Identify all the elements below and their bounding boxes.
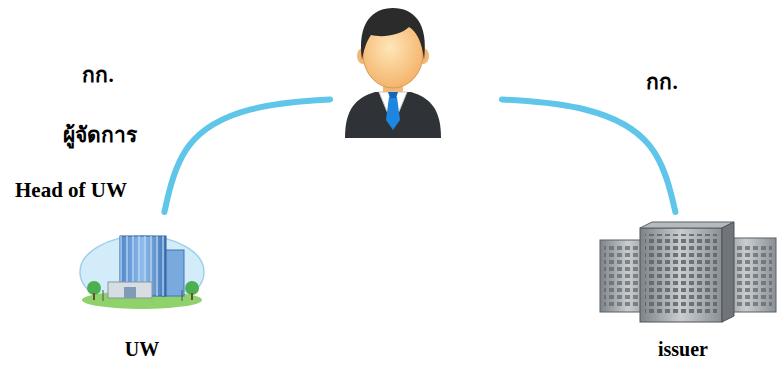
office-building-icon-part xyxy=(191,293,193,300)
corporate-buildings-icon-part xyxy=(645,234,717,316)
office-building-icon-part xyxy=(120,236,166,296)
office-building-icon-part xyxy=(182,290,183,301)
office-building-icon-part xyxy=(108,282,152,298)
person-icon-part xyxy=(361,8,425,60)
relation-arc xyxy=(164,99,330,212)
office-building-icon xyxy=(80,236,204,309)
office-building-icon-part xyxy=(80,236,204,308)
person-icon-part xyxy=(386,97,400,130)
office-building-icon-part xyxy=(87,281,101,295)
person-icon-part xyxy=(388,92,398,98)
office-building-icon-part xyxy=(120,236,166,296)
person-icon-part xyxy=(357,48,369,64)
office-building-icon-part xyxy=(185,281,199,295)
relation-arc xyxy=(502,99,675,212)
corporate-buildings-icon-part xyxy=(604,246,652,308)
corporate-buildings-icon-part xyxy=(716,238,776,312)
office-building-icon-part xyxy=(82,291,202,309)
corporate-buildings-icon-part xyxy=(640,228,722,322)
role-label: กก. xyxy=(646,70,677,94)
building-node: UW xyxy=(72,212,212,365)
person-icon-part xyxy=(383,78,403,94)
office-building-icon-part xyxy=(103,290,104,301)
building-node: issuer xyxy=(588,212,778,365)
role-label: กก. xyxy=(82,63,113,87)
office-building-icon-part xyxy=(162,250,184,296)
node-caption: issuer xyxy=(588,338,778,361)
person-icon-part xyxy=(363,20,423,88)
role-label: ผู้จัดการ xyxy=(63,123,137,147)
person-icon xyxy=(345,8,441,138)
person-icon-part xyxy=(417,48,429,64)
person-icon-part xyxy=(345,92,441,138)
node-caption: UW xyxy=(72,338,212,361)
office-building-icon-part xyxy=(124,287,136,298)
corporate-buildings-icon-part xyxy=(720,244,772,308)
role-label: Head of UW xyxy=(15,178,127,202)
corporate-buildings-icon-part xyxy=(722,222,734,322)
corporate-buildings-icon xyxy=(600,222,776,322)
person-node xyxy=(330,0,502,142)
corporate-buildings-icon-part xyxy=(600,240,656,312)
corporate-buildings-icon-part xyxy=(640,222,734,228)
office-building-icon-part xyxy=(93,293,95,300)
person-icon-part xyxy=(379,92,407,126)
